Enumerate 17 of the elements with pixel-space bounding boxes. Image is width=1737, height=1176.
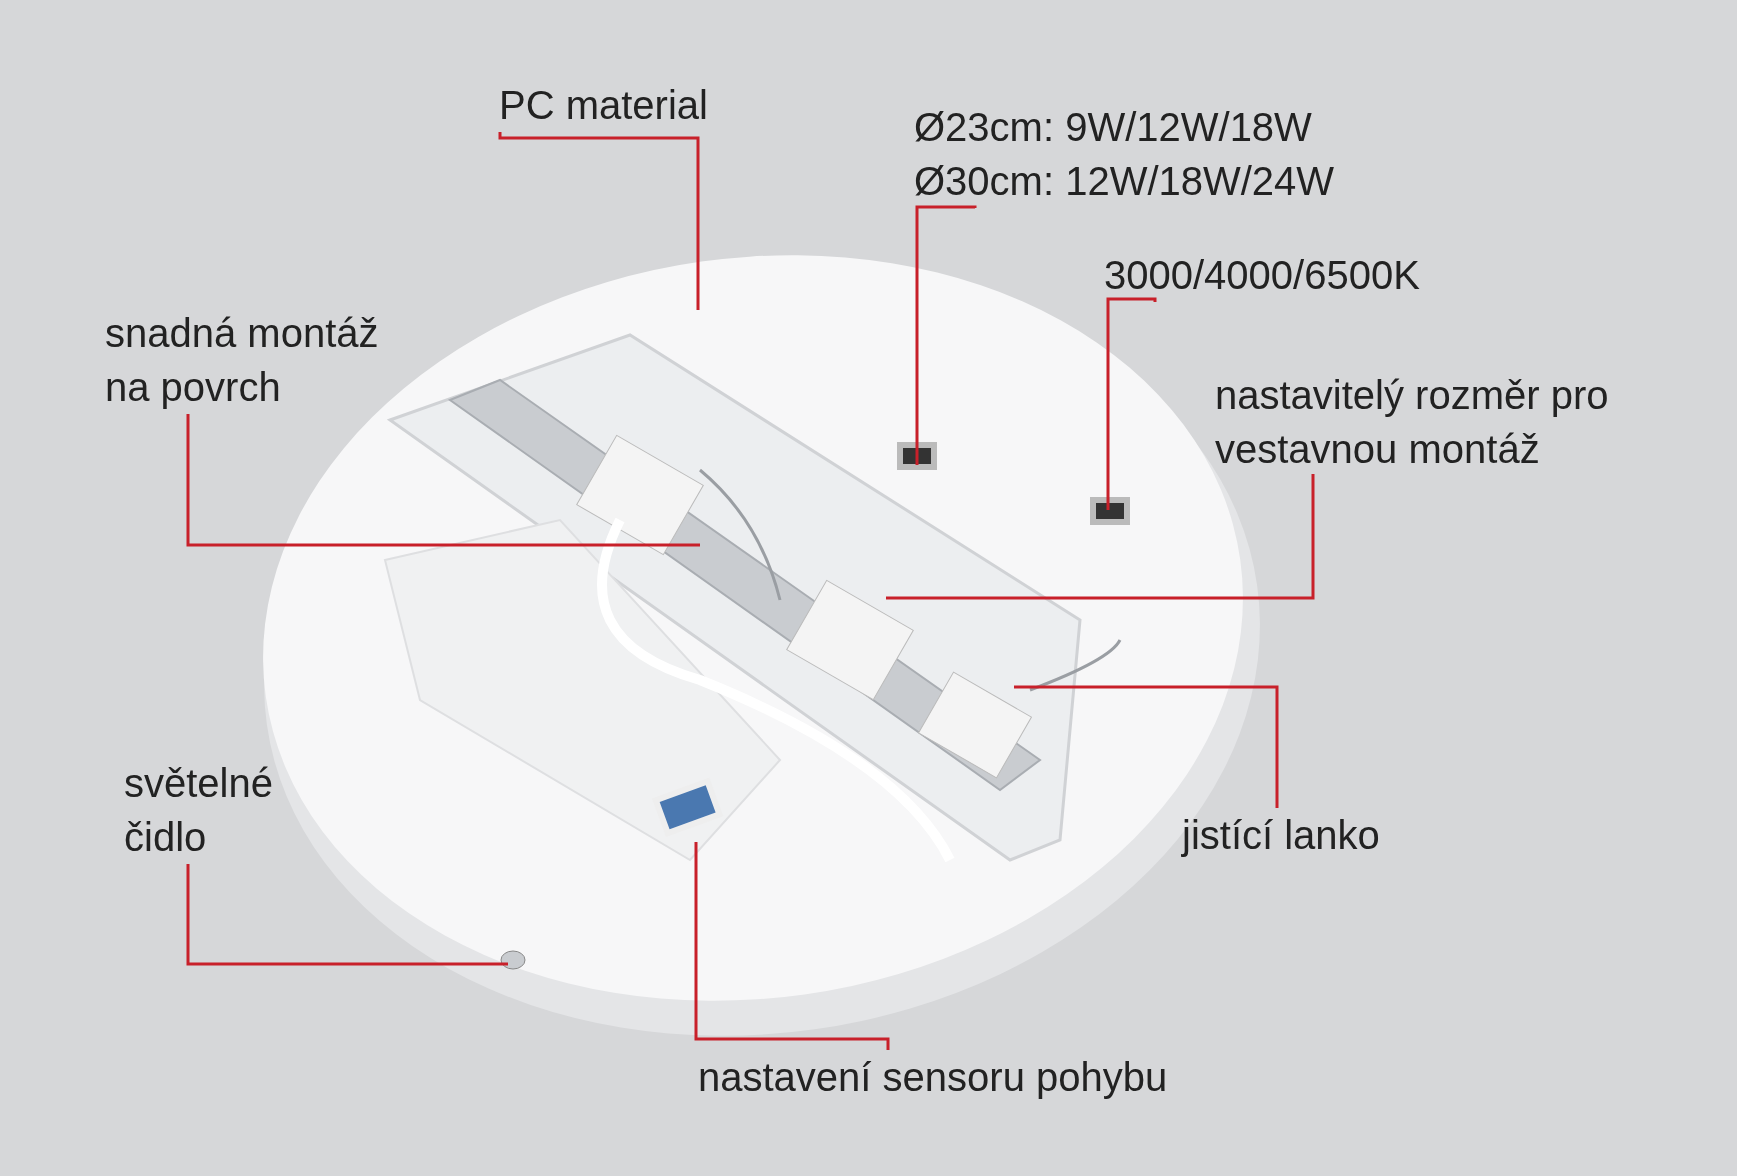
callout-label: nastavení sensoru pohybu [698,1050,1168,1104]
leader-line [186,413,700,547]
leader-line [694,842,890,1050]
leader-line [186,862,508,966]
leader-line [915,205,977,465]
callout-label: jistící lanko [1182,808,1380,862]
leader-line [498,132,700,310]
callout-label: nastavitelý rozměr pro vestavnou montáž [1215,368,1675,476]
callout-label: PC material [499,78,708,132]
callout-label: světelné čidlo [124,756,314,864]
callout-label: snadná montáž na povrch [105,306,415,414]
callout-label: 3000/4000/6500K [1104,248,1420,302]
callout-label: Ø30cm: 12W/18W/24W [914,158,1335,205]
callout-label: Ø23cm: 9W/12W/18W [914,104,1313,151]
leader-line [1014,685,1279,808]
leader-line [886,472,1315,600]
leader-line [1106,297,1157,510]
